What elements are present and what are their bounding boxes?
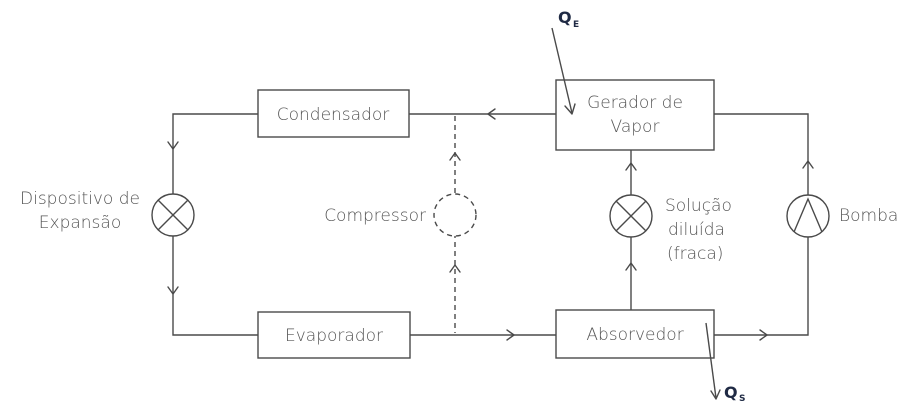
evaporador-block: Evaporador (257, 311, 411, 359)
solucao-label-line3: (fraca) (667, 244, 723, 264)
right-arrow-bottom (506, 329, 515, 341)
expansion-valve-icon (151, 193, 195, 237)
right-arrow-absorvedor (759, 329, 768, 341)
down-arrow-left-top (167, 141, 179, 150)
gerador-label-line2: Vapor (611, 117, 660, 137)
dispositivo-label-line2: Expansão (39, 213, 121, 233)
solucao-label-line2: diluída (668, 220, 725, 240)
condensador-block: Condensador (257, 89, 410, 138)
bomba-label: Bomba (839, 206, 898, 226)
up-arrow-dashed-top (449, 152, 461, 161)
absorvedor-box (555, 309, 715, 359)
qe-subscript: E (573, 20, 579, 30)
solution-valve-icon (609, 194, 653, 238)
evaporador-box (257, 311, 411, 359)
absorvedor-block: Absorvedor (555, 309, 715, 359)
left-arrow-top (487, 108, 496, 120)
gerador-box (555, 79, 715, 151)
down-arrow-left-bottom (167, 286, 179, 295)
up-arrow-right (802, 160, 814, 169)
pump-icon (786, 194, 830, 238)
heat-input-arrow (551, 27, 576, 115)
up-arrow-middle-top (625, 162, 637, 171)
qs-symbol: Q (724, 383, 738, 402)
compressor-label: Compressor (324, 206, 426, 226)
heat-output-arrow (705, 322, 721, 400)
condensador-box (257, 89, 410, 138)
flow-arrows (167, 108, 814, 341)
gerador-label-line1: Gerador de (587, 93, 683, 113)
absorvedor-label: Absorvedor (586, 325, 683, 345)
qe-symbol: Q (558, 8, 572, 27)
evaporador-label: Evaporador (285, 326, 383, 346)
qs-subscript: S (739, 394, 745, 403)
condensador-label: Condensador (277, 105, 390, 125)
dispositivo-label-line1: Dispositivo de (20, 189, 140, 209)
solucao-label-line1: Solução (665, 196, 732, 216)
up-arrow-dashed-bottom (449, 264, 461, 273)
up-arrow-middle-bottom (625, 262, 637, 271)
gerador-block: Gerador de Vapor (555, 79, 715, 151)
compressor-icon (433, 193, 477, 237)
